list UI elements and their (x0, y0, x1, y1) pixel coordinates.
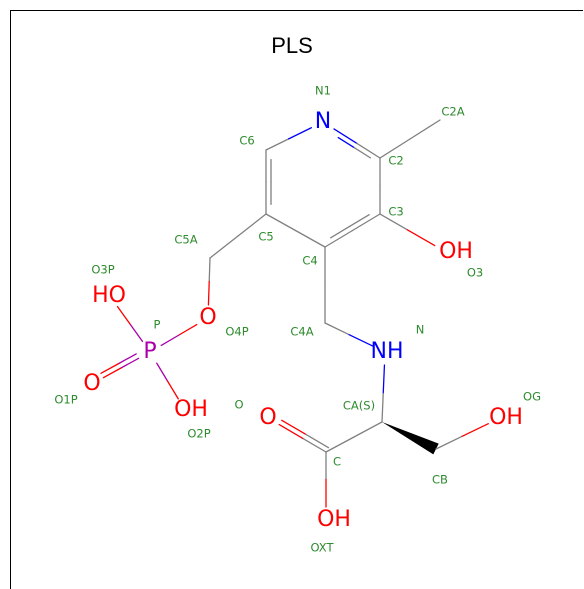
atom-label-c2a: C2A (441, 105, 464, 119)
atom-label-c5a: C5A (174, 233, 197, 247)
bond-c5-c5a (237, 213, 267, 237)
wedge-bond-ca-cb (382, 422, 439, 455)
bond-n1-c2-inner (353, 147, 372, 159)
bond-c2-c2a (409, 119, 441, 140)
bond-c5-c5a (209, 235, 239, 259)
bond-c4a-n (348, 334, 374, 347)
bond-c-o (301, 437, 327, 453)
molecule-title: PLS (271, 33, 313, 58)
atom-label-c: C (333, 455, 341, 469)
bond-c3-c4 (351, 213, 381, 232)
atom-label-og: OG (523, 390, 541, 404)
bond-p-o1p (120, 357, 140, 369)
bond-n1-c2 (333, 128, 358, 145)
bond-p-o1p-second (117, 353, 137, 365)
atom-og-symbol: OH (489, 405, 523, 430)
atom-o-symbol: O (259, 405, 276, 430)
atom-n1-symbol: N (315, 109, 331, 134)
bond-c-o (278, 423, 304, 439)
atom-label-p: P (154, 318, 161, 332)
bond-c3-c4 (324, 229, 354, 248)
atom-label-n1: N1 (315, 84, 331, 98)
bond-c-o-second (304, 433, 330, 449)
atom-label-c5: C5 (258, 230, 273, 244)
atom-label-c2: C2 (388, 154, 403, 168)
atom-label-o4p: O4P (225, 325, 248, 339)
bond-n1-c2 (356, 142, 381, 159)
bond-c4-c5 (294, 229, 326, 248)
atom-label-n: N (416, 323, 425, 337)
atom-label-c4: C4 (302, 254, 317, 268)
bond-c6-n1 (265, 138, 290, 151)
bond-ca-c (353, 421, 383, 438)
atom-label-o2p: O2P (187, 427, 210, 441)
bond-c3-c4-inner (330, 225, 351, 239)
bond-c5a-o4p (207, 280, 210, 306)
bond-c6-n1 (288, 127, 312, 140)
bonds-layer (100, 119, 489, 508)
bond-n-ca (382, 364, 386, 395)
bond-c3-o3 (406, 229, 436, 247)
bond-ca-c (325, 436, 355, 453)
atom-label-cb: CB (432, 473, 448, 487)
bond-cb-og (435, 435, 463, 450)
bond-n-ca (381, 392, 384, 423)
bond-o4p-p (178, 323, 198, 336)
diagram-frame (10, 10, 583, 589)
atom-o4p-symbol: O (199, 305, 216, 330)
bond-c4-c5 (265, 213, 297, 232)
bond-o4p-p (160, 334, 180, 347)
bond-p-o2p (166, 380, 179, 400)
bond-c-o-second (281, 419, 306, 435)
atom-label-o: O (234, 398, 243, 412)
atom-o2p-symbol: OH (174, 397, 208, 422)
bond-p-o3p (116, 305, 131, 325)
atom-label-c4a: C4A (290, 325, 313, 339)
atom-label-c6: C6 (239, 134, 254, 148)
atom-oxt-symbol: OH (317, 507, 351, 532)
atom-o3p-symbol: HO (92, 283, 126, 308)
atoms-layer: N OH O P HO O OH NH O OH OH (83, 109, 523, 532)
atom-label-o1p: O1P (54, 393, 77, 407)
atom-label-oxt: OXT (310, 541, 334, 555)
bond-c3-c4-inner (349, 214, 370, 227)
bond-p-o3p (129, 323, 144, 343)
atom-p-symbol: P (143, 339, 156, 364)
atom-label-ca: CA(S) (343, 399, 375, 413)
atom-label-o3p: O3P (91, 263, 114, 277)
bond-n1-c2-inner (337, 136, 355, 149)
atom-label-c3: C3 (388, 205, 403, 219)
bond-p-o1p (102, 367, 122, 379)
bond-c5a-o4p (208, 257, 211, 283)
bond-c4a-n (324, 322, 350, 336)
atom-label-o3: O3 (467, 266, 483, 280)
atom-n-symbol: NH (371, 339, 404, 364)
atom-o3-symbol: OH (439, 239, 473, 264)
bond-c3-o3 (379, 213, 409, 231)
bond-p-o1p-second (100, 362, 120, 374)
bond-c2-c2a (379, 138, 411, 159)
atom-o1p-symbol: O (83, 371, 100, 396)
bond-p-o2p (156, 362, 169, 382)
bond-cb-og (461, 423, 489, 437)
